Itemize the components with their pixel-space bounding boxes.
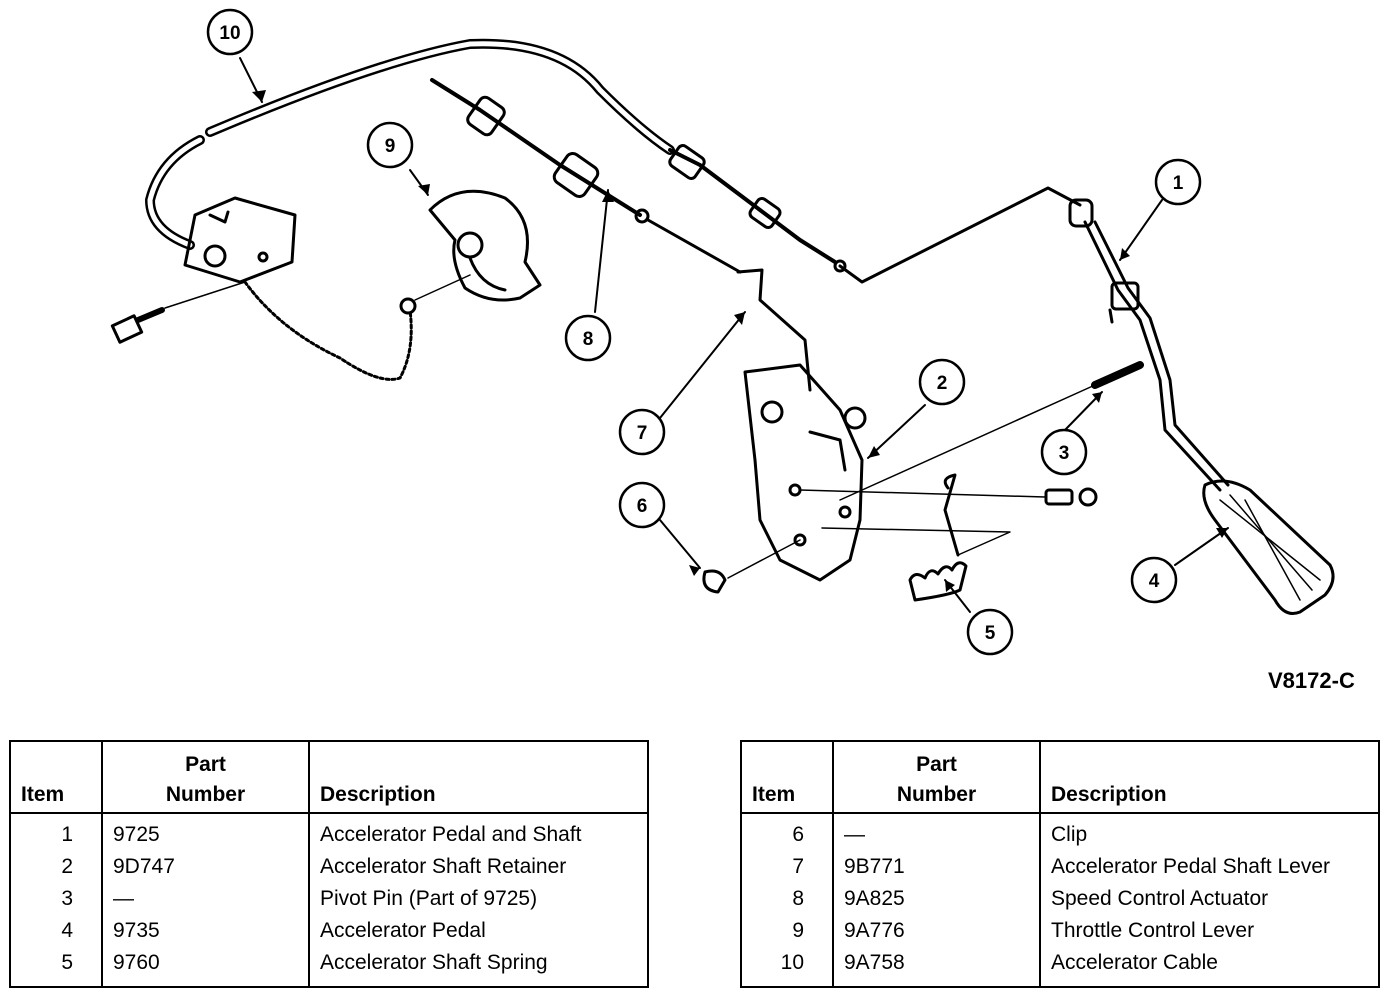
throttle-bracket bbox=[183, 196, 417, 381]
callout-1: 1 bbox=[1154, 158, 1202, 206]
part-number-cell: 9725 bbox=[101, 813, 310, 852]
table-row: 3—Pivot Pin (Part of 9725) bbox=[9, 884, 649, 916]
callout-3: 3 bbox=[1040, 428, 1088, 476]
description-cell: Accelerator Pedal bbox=[308, 916, 649, 948]
throttle-control-lever bbox=[414, 189, 542, 302]
part-number-header-line2: Number bbox=[165, 783, 246, 806]
retainer-bolt bbox=[799, 487, 1098, 507]
arrowheads bbox=[252, 90, 1228, 592]
item-cell: 8 bbox=[740, 884, 834, 916]
item-cell: 5 bbox=[9, 948, 103, 987]
svg-text:9: 9 bbox=[385, 136, 396, 157]
part-number-header: Part Number bbox=[101, 741, 310, 814]
part-number-cell: — bbox=[832, 813, 1041, 852]
accelerator-pedal-shaft bbox=[1068, 198, 1230, 492]
part-number-cell: 9735 bbox=[101, 916, 310, 948]
part-number-cell: 9A776 bbox=[832, 916, 1041, 948]
callout-7: 7 bbox=[618, 408, 666, 456]
description-cell: Accelerator Shaft Retainer bbox=[308, 852, 649, 884]
description-cell: Clip bbox=[1039, 813, 1380, 852]
item-cell: 2 bbox=[9, 852, 103, 884]
item-cell: 4 bbox=[9, 916, 103, 948]
description-header: Description bbox=[308, 741, 649, 814]
svg-text:3: 3 bbox=[1059, 443, 1070, 464]
callout-10: 10 bbox=[206, 8, 254, 56]
item-cell: 3 bbox=[9, 884, 103, 916]
callout-9: 9 bbox=[366, 121, 414, 169]
description-header: Description bbox=[1039, 741, 1380, 814]
accelerator-cable bbox=[145, 38, 1082, 284]
description-cell: Accelerator Pedal and Shaft bbox=[308, 813, 649, 852]
part-number-cell: 9760 bbox=[101, 948, 310, 987]
clip bbox=[702, 539, 801, 594]
item-header: Item bbox=[740, 741, 834, 814]
description-cell: Accelerator Cable bbox=[1039, 948, 1380, 987]
part-number-header-line1: Part bbox=[185, 753, 226, 776]
part-number-cell: 9A825 bbox=[832, 884, 1041, 916]
callout-4: 4 bbox=[1130, 556, 1178, 604]
svg-text:5: 5 bbox=[985, 623, 996, 644]
bolt bbox=[110, 281, 246, 344]
speed-control-actuator bbox=[430, 78, 742, 274]
part-number-header: Part Number bbox=[832, 741, 1041, 814]
description-cell: Throttle Control Lever bbox=[1039, 916, 1380, 948]
svg-text:1: 1 bbox=[1173, 173, 1184, 194]
callout-5: 5 bbox=[966, 608, 1014, 656]
part-number-header-line1: Part bbox=[916, 753, 957, 776]
part-number-cell: — bbox=[101, 884, 310, 916]
part-number-header-line2: Number bbox=[896, 783, 977, 806]
part-number-cell: 9A758 bbox=[832, 948, 1041, 987]
figure-code: V8172-C bbox=[1268, 668, 1355, 693]
description-cell: Accelerator Pedal Shaft Lever bbox=[1039, 852, 1380, 884]
description-cell: Accelerator Shaft Spring bbox=[308, 948, 649, 987]
pivot-pin bbox=[839, 361, 1144, 501]
accelerator-pedal bbox=[1202, 479, 1335, 615]
callout-2: 2 bbox=[918, 358, 966, 406]
exploded-view-diagram: 10 9 8 7 6 2 3 1 bbox=[110, 8, 1335, 656]
callouts: 10 9 8 7 6 2 3 1 bbox=[206, 8, 1202, 656]
description-cell: Speed Control Actuator bbox=[1039, 884, 1380, 916]
accelerator-shaft-spring bbox=[821, 473, 1011, 602]
pedal-shaft-lever bbox=[736, 268, 867, 582]
svg-text:10: 10 bbox=[219, 23, 240, 44]
part-number-cell: 9D747 bbox=[101, 852, 310, 884]
item-header: Item bbox=[9, 741, 103, 814]
item-cell: 9 bbox=[740, 916, 834, 948]
svg-text:6: 6 bbox=[637, 496, 648, 517]
svg-text:7: 7 bbox=[637, 423, 648, 444]
item-cell: 7 bbox=[740, 852, 834, 884]
item-cell: 10 bbox=[740, 948, 834, 987]
svg-text:8: 8 bbox=[583, 329, 594, 350]
description-cell: Pivot Pin (Part of 9725) bbox=[308, 884, 649, 916]
callout-6: 6 bbox=[618, 481, 666, 529]
part-number-cell: 9B771 bbox=[832, 852, 1041, 884]
svg-text:4: 4 bbox=[1149, 571, 1160, 592]
callout-8: 8 bbox=[564, 314, 612, 362]
svg-text:2: 2 bbox=[937, 373, 948, 394]
table-header-row: Item Part Number Description bbox=[740, 741, 1380, 814]
table-header-row: Item Part Number Description bbox=[9, 741, 649, 814]
item-cell: 6 bbox=[740, 813, 834, 852]
table-row: 6—Clip bbox=[740, 813, 1380, 852]
item-cell: 1 bbox=[9, 813, 103, 852]
